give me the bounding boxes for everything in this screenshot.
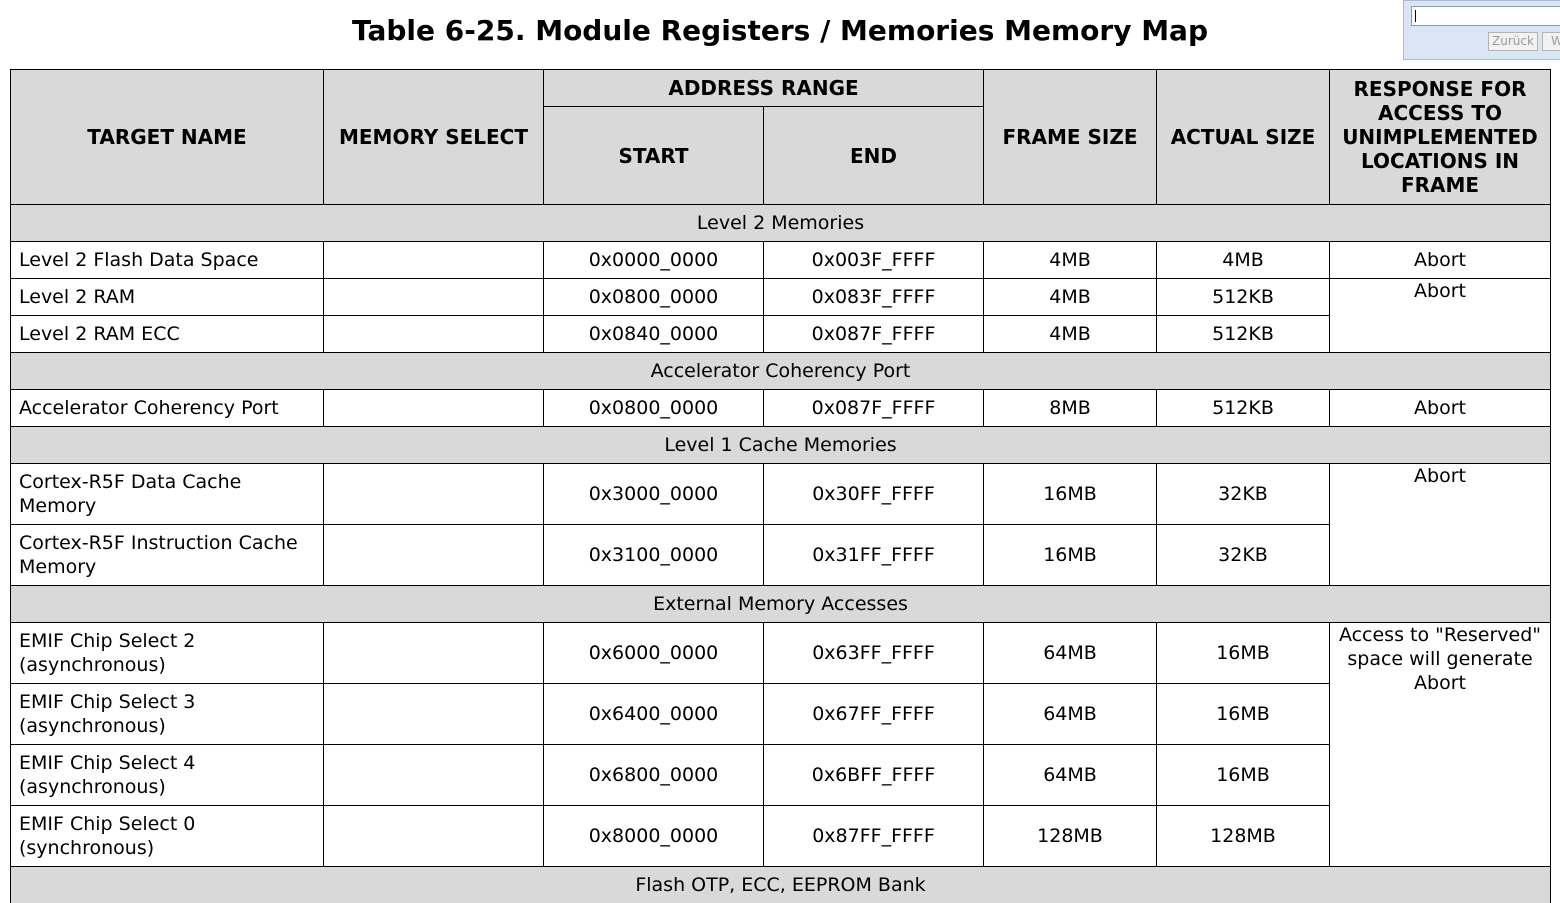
start-address-cell: 0x3000_0000: [544, 464, 764, 525]
find-input[interactable]: [1411, 6, 1560, 26]
frame-size-cell: 8MB: [984, 390, 1157, 427]
frame-size-cell: 64MB: [984, 684, 1157, 745]
memory-select-cell: [324, 525, 544, 586]
actual-size-cell: 512KB: [1157, 279, 1330, 316]
table-row: Level 2 Flash Data Space 0x0000_0000 0x0…: [11, 242, 1551, 279]
target-name-cell: EMIF Chip Select 4 (asynchronous): [11, 745, 324, 806]
frame-size-cell: 4MB: [984, 316, 1157, 353]
response-cell: Abort: [1330, 242, 1551, 279]
table-row: EMIF Chip Select 2 (asynchronous) 0x6000…: [11, 623, 1551, 684]
frame-size-cell: 4MB: [984, 279, 1157, 316]
table-row: Accelerator Coherency Port 0x0800_0000 0…: [11, 390, 1551, 427]
start-address-cell: 0x6800_0000: [544, 745, 764, 806]
frame-size-cell: 64MB: [984, 745, 1157, 806]
section-title-partial: Flash OTP, ECC, EEPROM Bank: [11, 867, 1551, 903]
header-frame-size: FRAME SIZE: [984, 70, 1157, 205]
table-row: Level 2 RAM ECC 0x0840_0000 0x087F_FFFF …: [11, 316, 1551, 353]
table-row: EMIF Chip Select 4 (asynchronous) 0x6800…: [11, 745, 1551, 806]
end-address-cell: 0x003F_FFFF: [764, 242, 984, 279]
response-cell: Access to "Reserved" space will generate…: [1330, 623, 1551, 867]
actual-size-cell: 128MB: [1157, 806, 1330, 867]
header-end: END: [764, 107, 984, 205]
actual-size-cell: 16MB: [1157, 684, 1330, 745]
frame-size-cell: 16MB: [984, 464, 1157, 525]
page-title: Table 6-25. Module Registers / Memories …: [0, 14, 1560, 47]
target-name-cell: Level 2 RAM ECC: [11, 316, 324, 353]
start-address-cell: 0x3100_0000: [544, 525, 764, 586]
memory-select-cell: [324, 806, 544, 867]
start-address-cell: 0x0840_0000: [544, 316, 764, 353]
find-next-button[interactable]: W: [1542, 32, 1560, 51]
start-address-cell: 0x6400_0000: [544, 684, 764, 745]
memory-map-table: TARGET NAME MEMORY SELECT ADDRESS RANGE …: [10, 69, 1551, 903]
target-name-cell: EMIF Chip Select 2 (asynchronous): [11, 623, 324, 684]
end-address-cell: 0x87FF_FFFF: [764, 806, 984, 867]
memory-select-cell: [324, 390, 544, 427]
actual-size-cell: 32KB: [1157, 464, 1330, 525]
actual-size-cell: 512KB: [1157, 316, 1330, 353]
memory-select-cell: [324, 316, 544, 353]
header-response: RESPONSE FOR ACCESS TO UNIMPLEMENTED LOC…: [1330, 70, 1551, 205]
table-row: Level 2 RAM 0x0800_0000 0x083F_FFFF 4MB …: [11, 279, 1551, 316]
header-memory-select: MEMORY SELECT: [324, 70, 544, 205]
actual-size-cell: 32KB: [1157, 525, 1330, 586]
header-start: START: [544, 107, 764, 205]
find-toolbar: Zurück W: [1403, 0, 1560, 60]
end-address-cell: 0x087F_FFFF: [764, 390, 984, 427]
end-address-cell: 0x6BFF_FFFF: [764, 745, 984, 806]
target-name-cell: Level 2 Flash Data Space: [11, 242, 324, 279]
section-title: Accelerator Coherency Port: [11, 353, 1551, 390]
section-title: Level 1 Cache Memories: [11, 427, 1551, 464]
target-name-cell: EMIF Chip Select 3 (asynchronous): [11, 684, 324, 745]
memory-select-cell: [324, 242, 544, 279]
start-address-cell: 0x6000_0000: [544, 623, 764, 684]
start-address-cell: 0x0800_0000: [544, 279, 764, 316]
header-address-range: ADDRESS RANGE: [544, 70, 984, 107]
header-actual-size: ACTUAL SIZE: [1157, 70, 1330, 205]
frame-size-cell: 128MB: [984, 806, 1157, 867]
memory-select-cell: [324, 684, 544, 745]
actual-size-cell: 16MB: [1157, 623, 1330, 684]
memory-select-cell: [324, 745, 544, 806]
response-cell: Abort: [1330, 464, 1551, 586]
frame-size-cell: 64MB: [984, 623, 1157, 684]
end-address-cell: 0x67FF_FFFF: [764, 684, 984, 745]
end-address-cell: 0x30FF_FFFF: [764, 464, 984, 525]
target-name-cell: Cortex-R5F Data Cache Memory: [11, 464, 324, 525]
start-address-cell: 0x8000_0000: [544, 806, 764, 867]
table-row: EMIF Chip Select 3 (asynchronous) 0x6400…: [11, 684, 1551, 745]
actual-size-cell: 16MB: [1157, 745, 1330, 806]
actual-size-cell: 4MB: [1157, 242, 1330, 279]
response-cell: Abort: [1330, 279, 1551, 353]
response-cell: Abort: [1330, 390, 1551, 427]
find-back-button[interactable]: Zurück: [1488, 32, 1538, 51]
end-address-cell: 0x63FF_FFFF: [764, 623, 984, 684]
target-name-cell: Level 2 RAM: [11, 279, 324, 316]
table-row: EMIF Chip Select 0 (synchronous) 0x8000_…: [11, 806, 1551, 867]
start-address-cell: 0x0000_0000: [544, 242, 764, 279]
target-name-cell: Accelerator Coherency Port: [11, 390, 324, 427]
start-address-cell: 0x0800_0000: [544, 390, 764, 427]
target-name-cell: Cortex-R5F Instruction Cache Memory: [11, 525, 324, 586]
target-name-cell: EMIF Chip Select 0 (synchronous): [11, 806, 324, 867]
end-address-cell: 0x31FF_FFFF: [764, 525, 984, 586]
memory-select-cell: [324, 623, 544, 684]
table-row: Cortex-R5F Data Cache Memory 0x3000_0000…: [11, 464, 1551, 525]
memory-select-cell: [324, 464, 544, 525]
frame-size-cell: 4MB: [984, 242, 1157, 279]
table-row: Cortex-R5F Instruction Cache Memory 0x31…: [11, 525, 1551, 586]
header-target-name: TARGET NAME: [11, 70, 324, 205]
section-title: Level 2 Memories: [11, 205, 1551, 242]
actual-size-cell: 512KB: [1157, 390, 1330, 427]
memory-select-cell: [324, 279, 544, 316]
section-title: External Memory Accesses: [11, 586, 1551, 623]
frame-size-cell: 16MB: [984, 525, 1157, 586]
end-address-cell: 0x087F_FFFF: [764, 316, 984, 353]
end-address-cell: 0x083F_FFFF: [764, 279, 984, 316]
